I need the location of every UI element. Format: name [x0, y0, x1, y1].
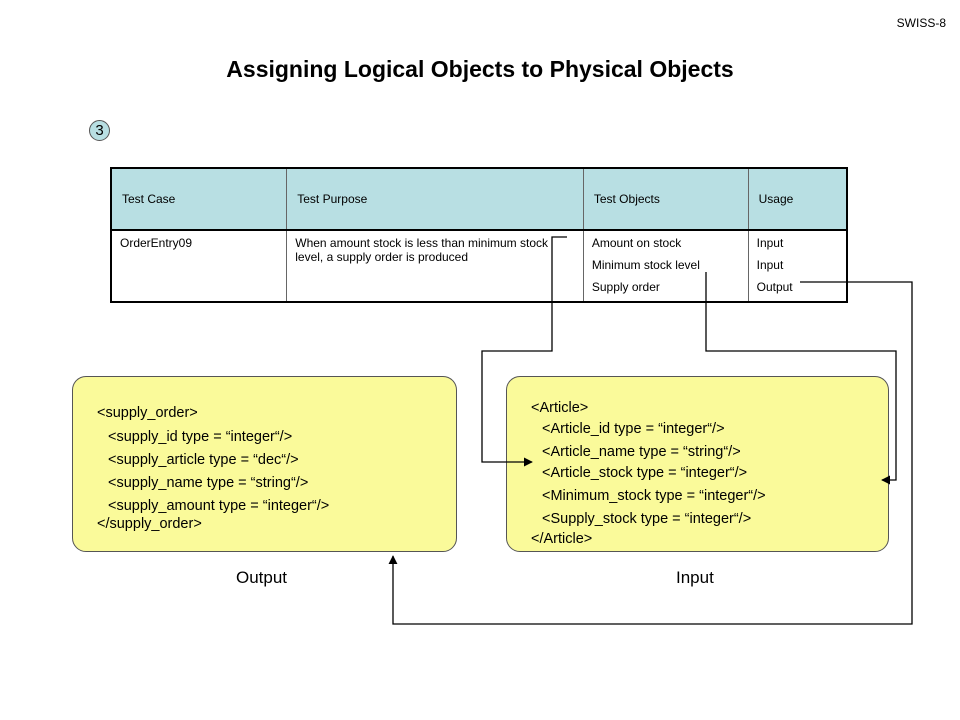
output-caption: Output: [236, 568, 288, 587]
xml-line: <Supply_stock type = “integer“/>: [542, 511, 752, 527]
input-xml-box: <Article> <Article_id type = “integer“/>…: [506, 376, 889, 552]
xml-line: <Minimum_stock type = “integer“/>: [542, 488, 766, 504]
xml-line: <supply_id type = “integer“/>: [108, 429, 293, 445]
output-xml-box: <supply_order> <supply_id type = “intege…: [72, 376, 457, 552]
table-row: OrderEntry09 When amount stock is less t…: [111, 230, 847, 302]
xml-line: <Article_name type = “string“/>: [542, 444, 741, 460]
header-test-case: Test Case: [111, 168, 288, 231]
connector-minimum-to-minimum-stock: [705, 272, 897, 485]
xml-line: </Article>: [531, 531, 593, 547]
table-header-row: Test Case Test Purpose Test Objects Usag…: [111, 168, 847, 231]
xml-line: <Article_stock type = “integer“/>: [542, 465, 748, 481]
header-usage: Usage: [748, 168, 847, 231]
cell-usage: Input Input Output: [748, 230, 847, 302]
input-caption: Input: [676, 568, 714, 587]
slide-id: SWISS-8: [896, 16, 946, 30]
xml-line: <supply_name type = “string“/>: [108, 475, 309, 491]
test-object-item: Supply order: [591, 280, 660, 294]
connector-output-to-supply-order: [388, 281, 913, 625]
xml-line: <supply_amount type = “integer“/>: [108, 498, 330, 514]
connector-amount-to-article-stock: [481, 236, 567, 467]
step-badge: 3: [89, 120, 110, 141]
header-test-objects: Test Objects: [583, 168, 749, 231]
xml-line: </supply_order>: [97, 516, 202, 532]
cell-test-purpose: When amount stock is less than minimum s…: [286, 230, 584, 302]
header-test-purpose: Test Purpose: [286, 168, 584, 231]
usage-item: Output: [756, 280, 793, 294]
test-case-table: Test Case Test Purpose Test Objects Usag…: [110, 167, 848, 303]
xml-line: <Article>: [531, 400, 589, 416]
xml-line: <supply_article type = “dec“/>: [108, 452, 299, 468]
page-title: Assigning Logical Objects to Physical Ob…: [226, 56, 734, 82]
cell-test-case: OrderEntry09: [111, 230, 288, 302]
usage-item: Input: [756, 236, 784, 250]
xml-line: <supply_order>: [97, 405, 198, 421]
usage-item: Input: [756, 258, 784, 272]
test-object-item: Minimum stock level: [591, 258, 700, 272]
cell-test-objects: Amount on stock Minimum stock level Supp…: [583, 230, 749, 302]
xml-line: <Article_id type = “integer“/>: [542, 421, 725, 437]
test-object-item: Amount on stock: [591, 236, 682, 250]
